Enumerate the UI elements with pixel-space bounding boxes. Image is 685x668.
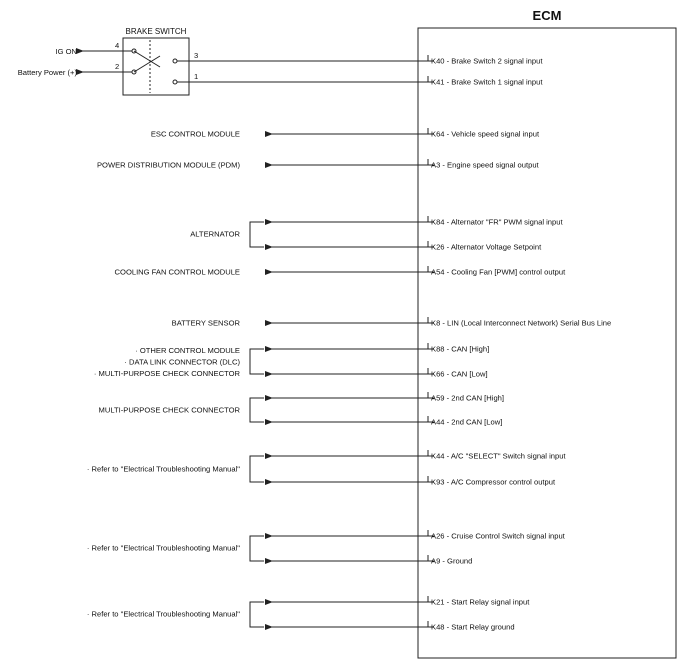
module-label-line: · Refer to "Electrical Troubleshooting M… <box>87 544 240 553</box>
module-label: BATTERY SENSOR <box>172 319 241 328</box>
pin-2-label: 2 <box>115 62 119 71</box>
pin-terminal <box>427 55 434 62</box>
signal-label: K64 - Vehicle speed signal input <box>431 130 540 139</box>
signal-label: K66 - CAN [Low] <box>431 370 488 379</box>
brake-switch: BRAKE SWITCH IG ON Battery Power (+) 4 2… <box>18 27 428 96</box>
signal-label: K84 - Alternator "FR" PWM signal input <box>431 218 563 227</box>
module-label-line: · Refer to "Electrical Troubleshooting M… <box>87 465 240 474</box>
signal-label: A3 - Engine speed signal output <box>431 161 540 170</box>
signal-label: A26 - Cruise Control Switch signal input <box>431 532 566 541</box>
module-label-line: MULTI-PURPOSE CHECK CONNECTOR <box>99 406 241 415</box>
module-label: COOLING FAN CONTROL MODULE <box>115 268 240 277</box>
pin-1-label: 1 <box>194 72 198 81</box>
module-label-line: ESC CONTROL MODULE <box>151 130 240 139</box>
ecm-title: ECM <box>533 8 562 23</box>
module-label: POWER DISTRIBUTION MODULE (PDM) <box>97 161 240 170</box>
signal-row: K8 - LIN (Local Interconnect Network) Se… <box>427 317 611 328</box>
signal-row: A59 - 2nd CAN [High] <box>427 392 504 403</box>
module-label-line: · OTHER CONTROL MODULE <box>135 346 240 355</box>
wire-bracket <box>249 348 264 375</box>
signal-wire-group <box>249 346 428 377</box>
module-label: MULTI-PURPOSE CHECK CONNECTOR <box>99 406 241 415</box>
signal-wire-group <box>249 219 428 250</box>
signal-label: K41 - Brake Switch 1 signal input <box>431 78 543 87</box>
signal-row: K40 - Brake Switch 2 signal input <box>427 55 543 66</box>
signal-label: K48 - Start Relay ground <box>431 623 515 632</box>
signal-row: K93 - A/C Compressor control output <box>427 476 556 487</box>
wire-bracket <box>249 455 264 483</box>
wire-bracket <box>249 601 264 628</box>
module-labels: ESC CONTROL MODULE POWER DISTRIBUTION MOD… <box>87 130 241 619</box>
signal-wire-group <box>249 395 428 425</box>
wire-bracket <box>249 221 264 248</box>
signal-label: A54 - Cooling Fan [PWM] control output <box>431 268 566 277</box>
signal-wire-group <box>249 533 428 564</box>
module-label: · Refer to "Electrical Troubleshooting M… <box>87 544 240 553</box>
signal-label: K8 - LIN (Local Interconnect Network) Se… <box>431 319 611 328</box>
module-label: ALTERNATOR <box>190 230 240 239</box>
module-label-line: COOLING FAN CONTROL MODULE <box>115 268 240 277</box>
signal-row: K64 - Vehicle speed signal input <box>427 128 540 139</box>
module-label-line: · Refer to "Electrical Troubleshooting M… <box>87 610 240 619</box>
signal-label: K93 - A/C Compressor control output <box>431 478 556 487</box>
signal-wire-group <box>249 453 428 485</box>
signal-row: K41 - Brake Switch 1 signal input <box>427 76 543 87</box>
signal-row: K84 - Alternator "FR" PWM signal input <box>427 216 563 227</box>
battery-label: Battery Power (+) <box>18 68 78 77</box>
module-label-line: POWER DISTRIBUTION MODULE (PDM) <box>97 161 240 170</box>
module-label: · OTHER CONTROL MODULE · DATA LINK CONNEC… <box>94 346 241 378</box>
signal-label: A9 - Ground <box>431 557 472 566</box>
signal-row: K66 - CAN [Low] <box>427 368 488 379</box>
signal-wire-group <box>249 599 428 630</box>
signal-row: A9 - Ground <box>427 555 472 566</box>
module-label: · Refer to "Electrical Troubleshooting M… <box>87 465 240 474</box>
signal-label: K40 - Brake Switch 2 signal input <box>431 57 543 66</box>
module-label-line: BATTERY SENSOR <box>172 319 241 328</box>
signal-row: K26 - Alternator Voltage Setpoint <box>427 241 542 252</box>
module-label-line: · DATA LINK CONNECTOR (DLC) <box>124 358 240 367</box>
brake-switch-box <box>122 37 190 96</box>
signal-label: K21 - Start Relay signal input <box>431 598 530 607</box>
signal-row: K48 - Start Relay ground <box>427 621 515 632</box>
signal-label: A59 - 2nd CAN [High] <box>431 394 504 403</box>
signal-label: K26 - Alternator Voltage Setpoint <box>431 243 542 252</box>
signal-row: K44 - A/C "SELECT" Switch signal input <box>427 450 566 461</box>
module-label-line: · MULTI-PURPOSE CHECK CONNECTOR <box>94 369 241 378</box>
wire-bracket <box>249 397 264 423</box>
module-label-line: ALTERNATOR <box>190 230 240 239</box>
signal-row: A26 - Cruise Control Switch signal input <box>427 530 566 541</box>
signal-row: A44 - 2nd CAN [Low] <box>427 416 502 427</box>
ecm-box <box>417 27 677 659</box>
module-label: · Refer to "Electrical Troubleshooting M… <box>87 610 240 619</box>
pin-4-label: 4 <box>115 41 119 50</box>
signal-row: K88 - CAN [High] <box>427 343 489 354</box>
wire-bracket <box>249 535 264 562</box>
signal-label: K88 - CAN [High] <box>431 345 489 354</box>
module-label: ESC CONTROL MODULE <box>151 130 240 139</box>
signal-label: K44 - A/C "SELECT" Switch signal input <box>431 452 566 461</box>
signal-row: A54 - Cooling Fan [PWM] control output <box>427 266 566 277</box>
pin-terminal <box>427 76 434 83</box>
signal-label: A44 - 2nd CAN [Low] <box>431 418 502 427</box>
brake-switch-title: BRAKE SWITCH <box>126 27 187 36</box>
signal-row: A3 - Engine speed signal output <box>427 159 540 170</box>
pin-3-label: 3 <box>194 51 198 60</box>
ig-on-label: IG ON <box>55 47 77 56</box>
signal-row: K21 - Start Relay signal input <box>427 596 530 607</box>
